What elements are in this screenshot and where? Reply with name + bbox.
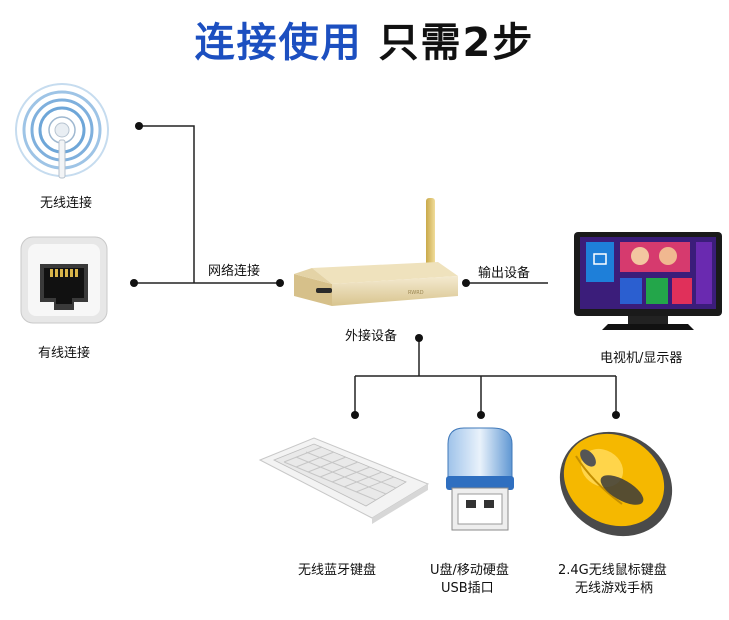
usb-drive-icon (446, 427, 514, 531)
usb-dot (477, 411, 485, 419)
keyboard-icon (258, 437, 430, 524)
mouse-label-line1: 2.4G无线鼠标键盘 (558, 563, 667, 578)
wifi-dot (135, 122, 143, 130)
ethernet-port-icon (20, 236, 108, 324)
svg-text:RWRD: RWRD (408, 290, 424, 296)
wired-dot (130, 279, 138, 287)
wifi-icon (15, 83, 109, 179)
monitor-label: 电视机/显示器 (600, 351, 683, 366)
mouse-label-line2: 无线游戏手柄 (575, 581, 654, 596)
output-label: 输出设备 (478, 266, 531, 281)
box-bottom-dot (415, 334, 423, 342)
usb-label-line1: U盘/移动硬盘 (430, 563, 509, 578)
box-left-dot (276, 279, 284, 287)
mouse-icon (559, 431, 673, 537)
keyboard-label: 无线蓝牙键盘 (298, 563, 377, 578)
title-part1: 连接使用 (194, 20, 363, 66)
wifi-connector (139, 125, 195, 283)
usb-label-line2: USB插口 (441, 581, 494, 596)
network-label: 网络连接 (208, 264, 261, 279)
wired-label: 有线连接 (38, 346, 91, 361)
page-title: 连接使用 只需2步 (0, 10, 729, 68)
title-part2: 只需2步 (378, 20, 535, 66)
monitor-icon (574, 232, 722, 330)
external-label: 外接设备 (345, 329, 398, 344)
mouse-dot (612, 411, 620, 419)
keyboard-dot (351, 411, 359, 419)
tv-box-icon: RWRD (294, 198, 458, 306)
box-right-dot (462, 279, 470, 287)
wireless-label: 无线连接 (40, 196, 93, 211)
